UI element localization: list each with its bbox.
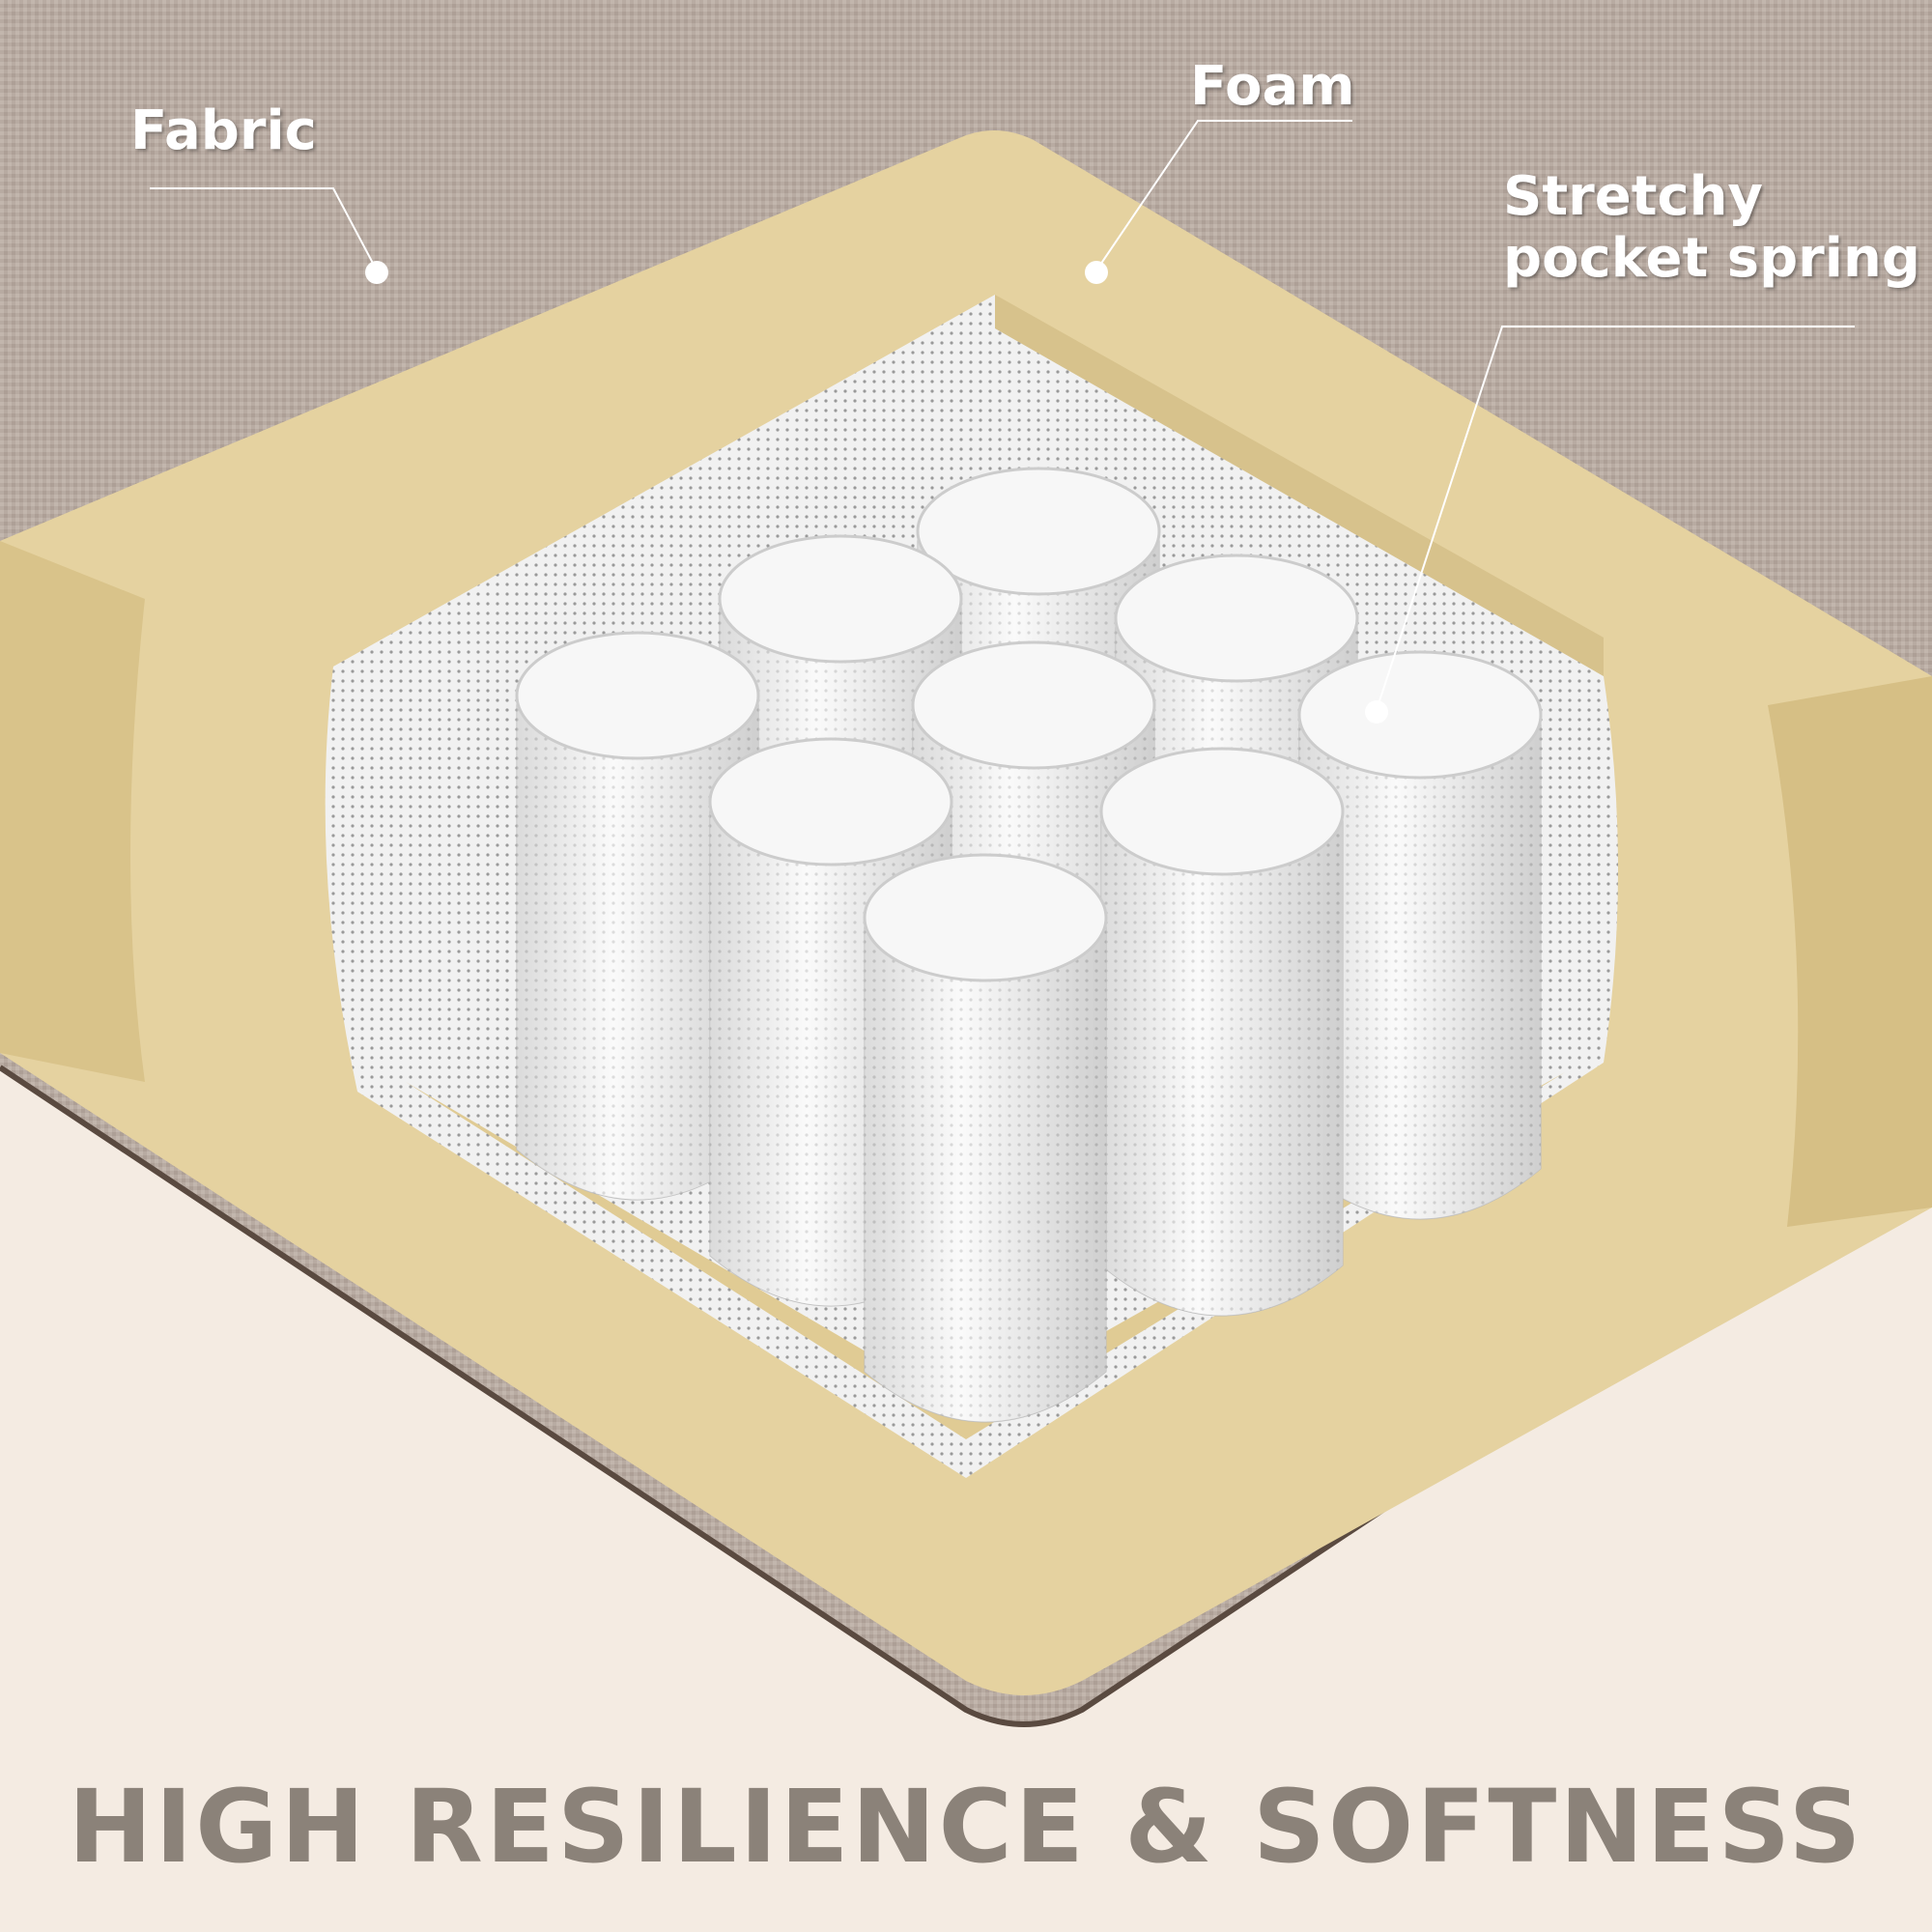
foam-label: Foam bbox=[1190, 55, 1355, 118]
spring-label: Stretchy pocket spring bbox=[1503, 165, 1920, 291]
leader-lines bbox=[150, 120, 1855, 711]
pocket-spring bbox=[515, 631, 760, 1201]
foam-marker-dot bbox=[1085, 261, 1108, 284]
pocket-springs bbox=[515, 467, 1543, 1423]
pocket-spring bbox=[863, 853, 1108, 1423]
foam-leader-line bbox=[1095, 120, 1352, 271]
fabric-label: Fabric bbox=[130, 99, 317, 162]
fabric-leader-line bbox=[150, 187, 378, 271]
pocket-spring bbox=[1297, 650, 1543, 1220]
spring-label-line2: pocket spring bbox=[1503, 227, 1920, 291]
spring-marker-dot bbox=[1365, 700, 1388, 724]
foam-side-left bbox=[0, 541, 145, 1082]
spring-leader-line bbox=[1376, 326, 1855, 711]
foam-inner-wall bbox=[995, 295, 1604, 676]
mattress-base-edge bbox=[0, 1065, 1932, 1727]
pocket-spring bbox=[1099, 747, 1345, 1317]
fabric-marker-dot bbox=[365, 261, 388, 284]
headline: HIGH RESILIENCE & SOFTNESS bbox=[68, 1768, 1864, 1886]
spring-label-line1: Stretchy bbox=[1503, 165, 1764, 228]
foam-side-right bbox=[1768, 676, 1932, 1227]
